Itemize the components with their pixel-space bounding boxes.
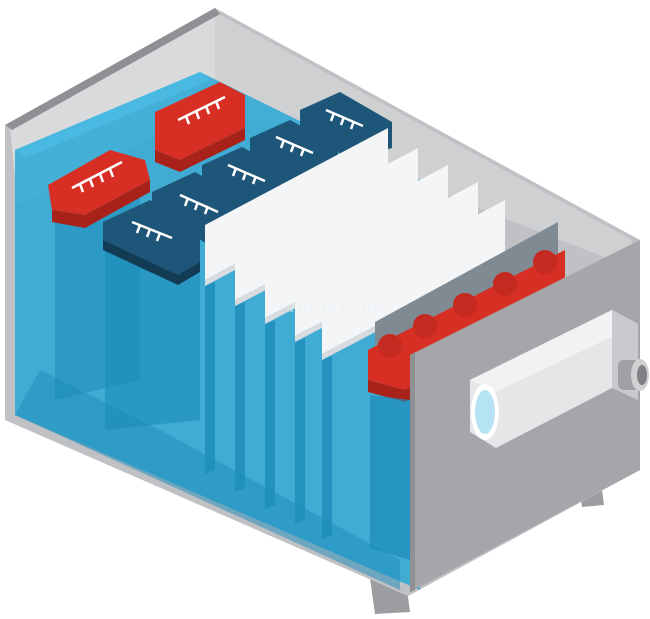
bristle-comb-icon (177, 95, 226, 125)
bristle-comb-icon (71, 160, 123, 193)
watermark-text: AquaPond (289, 297, 385, 317)
outlet-pipe-icon (618, 359, 649, 391)
brush-red-back-center (155, 82, 245, 172)
outlet-pipe[interactable] (470, 310, 649, 448)
